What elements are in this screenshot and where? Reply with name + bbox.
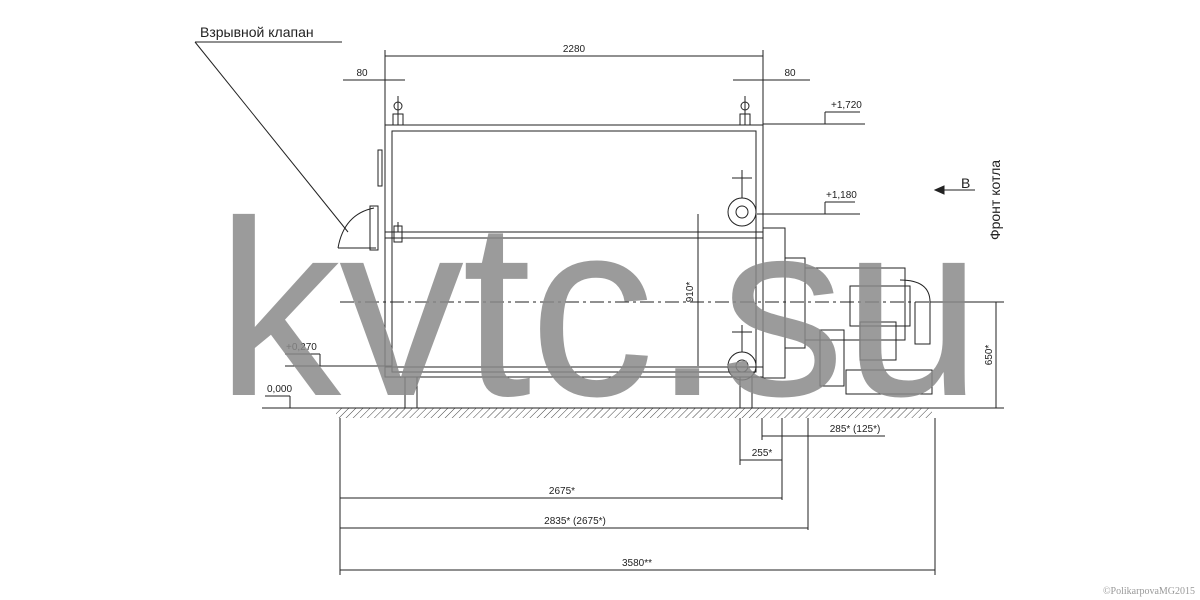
upper-pipe-connector bbox=[727, 170, 757, 227]
dim-650: 650* bbox=[984, 345, 995, 366]
dim-2280: 2280 bbox=[563, 44, 586, 55]
dim-2835: 2835* (2675*) bbox=[544, 516, 606, 527]
level-0270: +0,270 bbox=[286, 342, 317, 353]
dim-80-right: 80 bbox=[784, 68, 796, 79]
dim-top-lines bbox=[343, 50, 810, 125]
top-valve-right bbox=[739, 96, 751, 126]
burner bbox=[762, 227, 933, 395]
leader-line bbox=[194, 41, 349, 233]
top-valve-left bbox=[392, 96, 404, 126]
ground-hatch bbox=[336, 408, 932, 418]
dim-bottom-lines bbox=[339, 418, 936, 575]
level-1720: +1,720 bbox=[831, 100, 862, 111]
boiler-inner-outline bbox=[391, 130, 757, 373]
furnace-valve bbox=[393, 222, 403, 243]
dim-80-left: 80 bbox=[356, 68, 368, 79]
explosion-valve-label: Взрывной клапан bbox=[200, 24, 314, 40]
level-1180: +1,180 bbox=[826, 190, 857, 201]
explosion-valve bbox=[337, 205, 379, 251]
level-markers bbox=[262, 111, 865, 409]
copyright: ©PolikarpovaMG2015 bbox=[1103, 586, 1195, 597]
dim-vertical-lines bbox=[697, 214, 1004, 409]
dim-910: 910* bbox=[685, 282, 696, 303]
lower-pipe-connector bbox=[727, 325, 757, 381]
view-letter: В bbox=[961, 175, 970, 191]
boiler-front-label: Фронт котла bbox=[987, 160, 1003, 240]
view-arrow bbox=[933, 185, 975, 195]
dim-285: 285* (125*) bbox=[830, 424, 881, 435]
dim-255: 255* bbox=[752, 448, 773, 459]
drawing-lines bbox=[194, 41, 1004, 575]
watermark: kvtc.su bbox=[216, 169, 980, 448]
level-0000: 0,000 bbox=[267, 384, 292, 395]
side-flange bbox=[377, 149, 383, 187]
dim-3580: 3580** bbox=[622, 558, 652, 569]
dim-2675: 2675* bbox=[549, 486, 575, 497]
boiler-supports bbox=[404, 376, 753, 409]
